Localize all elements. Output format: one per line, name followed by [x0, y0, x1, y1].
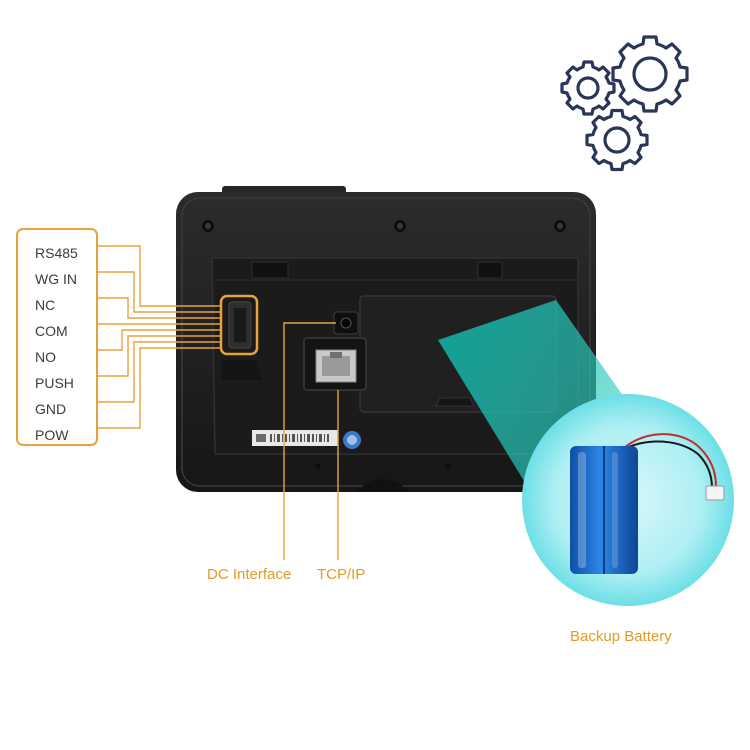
pin-label-nc: NC: [35, 297, 56, 313]
pin-label-com: COM: [35, 323, 68, 339]
rj45-port-icon: [315, 349, 357, 383]
pin-label-pow: POW: [35, 427, 69, 443]
pin-label-box: RS485 WG IN NC COM NO PUSH GND POW: [16, 228, 98, 446]
battery-icon: [570, 433, 725, 574]
connector-highlight: [219, 294, 259, 356]
pin-label-push: PUSH: [35, 375, 74, 391]
dc-interface-label: DC Interface: [207, 566, 292, 583]
dc-interface-line: [283, 322, 336, 560]
pin-wiring: [98, 245, 222, 429]
gears-icon: [560, 35, 689, 172]
pin-label-rs485: RS485: [35, 245, 78, 261]
backup-battery-label: Backup Battery: [570, 628, 672, 645]
pin-label-gnd: GND: [35, 401, 67, 417]
pin-label-no: NO: [35, 349, 56, 365]
tcp-ip-label: TCP/IP: [317, 566, 366, 583]
pin-label-wg-in: WG IN: [35, 271, 77, 287]
